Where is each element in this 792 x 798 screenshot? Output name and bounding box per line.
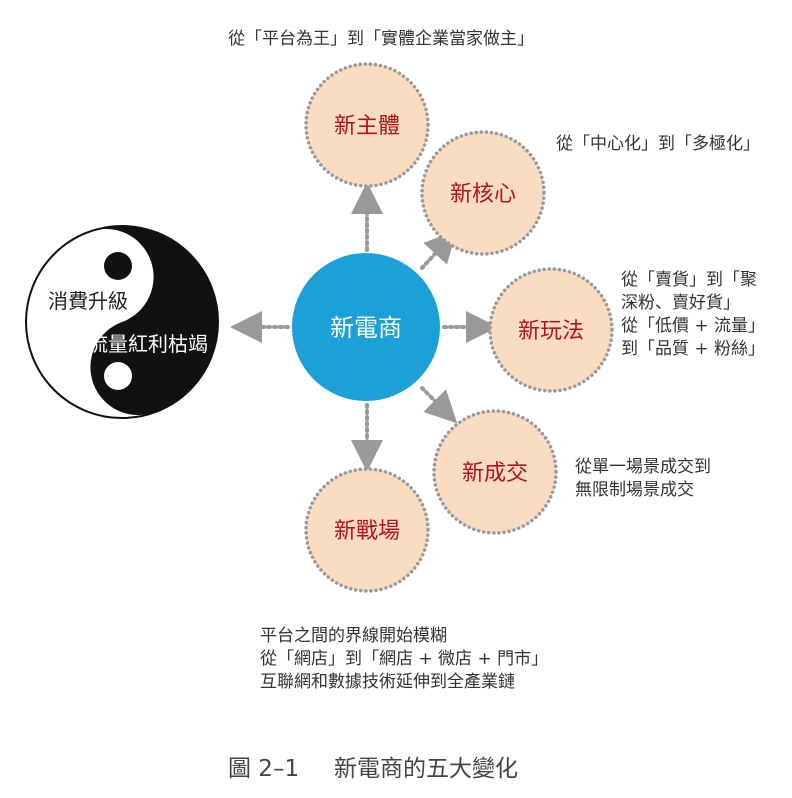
note-play-line4: 到「品質 + 粉絲」	[621, 339, 765, 359]
node-circle-deal	[432, 409, 558, 535]
center-circle	[292, 253, 440, 401]
note-play-line2: 深粉、賣好貨」	[621, 293, 740, 313]
node-label-subject: 新主體	[334, 114, 400, 139]
note-play-line3: 從「低價 + 流量」	[621, 316, 765, 336]
yin-yang-light-label: 消費升級	[48, 289, 128, 313]
arrow-downright	[420, 386, 458, 424]
note-play-line1: 從「賣貨」到「聚	[621, 270, 757, 290]
node-circle-battlefield	[304, 467, 430, 593]
note-subject: 從「平台為王」到「實體企業當家做主」	[228, 29, 534, 49]
note-deal-line1: 從單一場景成交到	[575, 457, 711, 477]
figure-title: 新電商的五大變化	[334, 756, 518, 782]
figure-number: 圖 2–1	[228, 756, 299, 782]
node-label-core: 新核心	[450, 182, 516, 207]
yin-yang-dark-label: 流量紅利枯竭	[88, 332, 208, 356]
yin-yang-symbol: 消費升級 流量紅利枯竭	[25, 225, 219, 419]
center-label: 新電商	[330, 314, 402, 342]
node-label-play: 新玩法	[518, 319, 584, 344]
note-battlefield-line2: 從「網店」到「網店 + 微店 + 門市」	[260, 649, 548, 669]
node-circle-core	[420, 130, 546, 256]
node-label-deal: 新成交	[462, 461, 528, 486]
arrow-upright	[420, 230, 457, 270]
note-core: 從「中心化」到「多極化」	[556, 134, 760, 154]
note-deal-line2: 無限制場景成交	[575, 480, 694, 500]
note-battlefield-line1: 平台之間的界線開始模糊	[260, 626, 447, 646]
node-label-battlefield: 新戰場	[334, 519, 400, 544]
node-circle-play	[488, 267, 614, 393]
arrows	[230, 182, 498, 472]
node-circle-subject	[304, 62, 430, 188]
note-battlefield-line3: 互聯網和數據技術延伸到全產業鏈	[260, 672, 515, 692]
